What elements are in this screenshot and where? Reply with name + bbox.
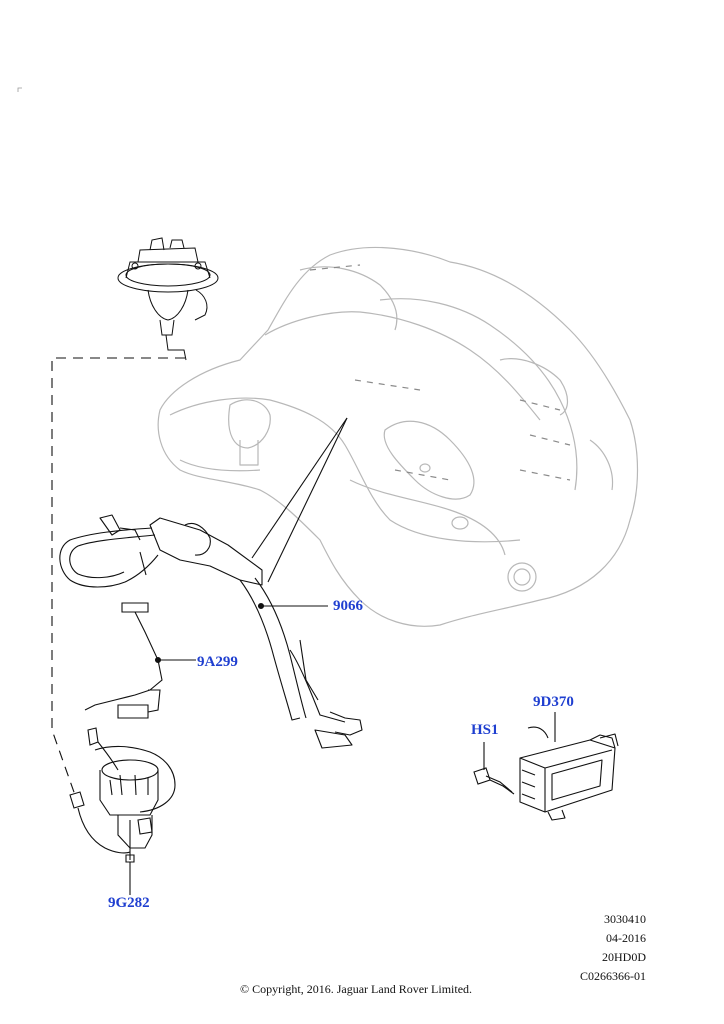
control-module-9D370	[519, 726, 619, 821]
corner-mark	[17, 87, 22, 92]
model-code: 20HD0D	[602, 950, 646, 964]
pump-flange-assembly	[117, 237, 219, 361]
sender-assembly-9066	[59, 514, 363, 749]
callout-HS1: HS1	[471, 722, 499, 738]
callout-9D370: 9D370	[533, 694, 574, 710]
leader-lines-9066	[251, 417, 348, 607]
screw-HS1	[473, 767, 515, 795]
fuel-tank-ghost	[157, 246, 639, 627]
copyright-notice: © Copyright, 2016. Jaguar Land Rover Lim…	[239, 982, 473, 996]
drawing-date: 04-2016	[606, 931, 646, 945]
tank-dash-marks	[309, 264, 571, 481]
dashed-leader	[51, 357, 185, 796]
illustration-id: C0266366-01	[580, 969, 646, 983]
pump-module-9G282	[69, 727, 176, 863]
callout-9G282: 9G282	[108, 895, 150, 911]
callout-9A299: 9A299	[197, 654, 238, 670]
callout-9066: 9066	[333, 598, 363, 614]
drawing-reference-block: 3030410 04-2016 20HD0D C0266366-01	[580, 910, 646, 986]
drawing-code: 3030410	[604, 912, 646, 926]
harness-9A299	[84, 602, 196, 719]
